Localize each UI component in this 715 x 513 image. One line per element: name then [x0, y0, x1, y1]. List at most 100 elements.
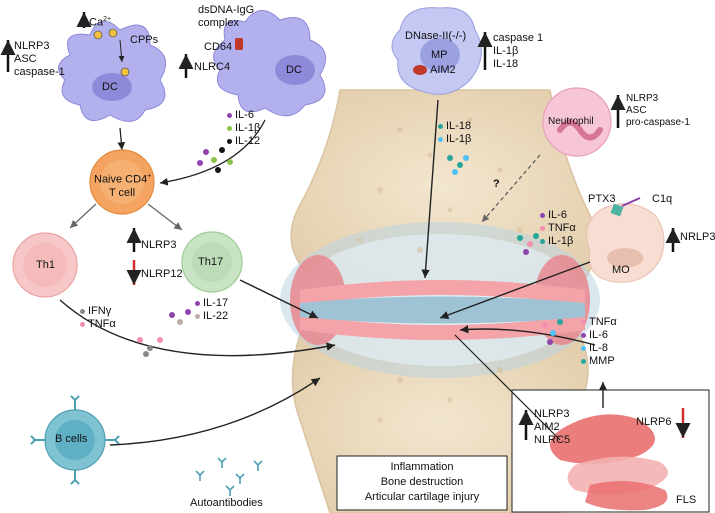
arrow-th17-to-joint — [239, 279, 319, 319]
naive-cd4-t-cell — [89, 149, 155, 215]
naive-line2: T cell — [108, 186, 136, 199]
outcome-0: Inflammation — [390, 461, 454, 473]
arrow-bcell-to-joint — [109, 377, 321, 446]
arrow-cpps-into-dc — [118, 39, 125, 63]
arrow-th1-to-joint — [59, 299, 336, 357]
b-cell — [30, 395, 120, 485]
mp-cytokine-1: IL-1β — [446, 133, 472, 145]
th17-cytokine-0: IL-17 — [203, 297, 229, 309]
dendritic-cell-right — [213, 10, 327, 117]
th1-cell — [12, 232, 78, 298]
dc-left-marker-2: caspase-1 — [14, 66, 65, 78]
arrow-fls-cytokines-to-joint — [459, 325, 596, 346]
mp-markers: caspase 1 IL-1β IL-18 — [493, 32, 543, 71]
calcium-text: Ca — [89, 16, 104, 29]
outcomes-box: Inflammation Bone destruction Articular … — [337, 460, 507, 505]
mp-marker-2: IL-18 — [493, 58, 519, 70]
dc-left-label: DC — [102, 81, 118, 93]
dc-cytokine-2: IL-12 — [235, 135, 261, 147]
fls-cells — [550, 414, 668, 511]
fls-cytokine-0: TNFα — [589, 316, 617, 328]
neutrophil-cell — [542, 87, 612, 157]
th1-label: Th1 — [36, 259, 55, 271]
ptx3-label: PTX3 — [588, 193, 616, 205]
mo-cytokine-1: TNFα — [548, 222, 576, 234]
macrophage-cell — [391, 7, 482, 95]
arrow-neutrophil-dashed — [481, 154, 541, 223]
th1-cytokine-1: TNFα — [88, 318, 116, 330]
fls-cytokine-2: IL-8 — [589, 342, 608, 354]
naive-label: Naive CD4+ T cell — [94, 170, 152, 200]
th17-cytokines: IL-17 IL-22 — [195, 297, 228, 323]
fls-up-2: NLRC5 — [534, 434, 571, 446]
dc-cytokines: IL-6 IL-1β IL-12 — [227, 109, 260, 148]
calcium-label: Ca2+ — [89, 13, 111, 30]
th17-down-label: NLRP12 — [141, 268, 183, 280]
neutrophil-marker-0: NLRP3 — [626, 93, 659, 104]
th17-label: Th17 — [198, 256, 224, 268]
arrow-mo-to-joint — [439, 261, 591, 319]
dc-cytokine-0: IL-6 — [235, 109, 254, 121]
neutrophil-marker-2: pro-caspase-1 — [626, 117, 690, 128]
monocyte-cell — [586, 197, 665, 283]
mp-top-label: DNase-II(-/-) — [405, 30, 467, 42]
mo-marker-label: NRLP3 — [680, 231, 715, 243]
line-joint-to-fls — [454, 334, 561, 441]
fls-up-0: NLRP3 — [534, 408, 570, 420]
mo-cytokine-0: IL-6 — [548, 209, 567, 221]
arrow-naive-to-th17 — [147, 203, 183, 231]
nlrc4-label: NLRC4 — [194, 61, 231, 73]
th1-cytokines: IFNγ TNFα — [80, 305, 116, 331]
mp-cytokines: IL-18 IL-1β — [438, 120, 471, 146]
dc-left-marker-0: NLRP3 — [14, 40, 50, 52]
fls-up-1: AIM2 — [534, 421, 560, 433]
dc-right-label: DC — [286, 64, 302, 76]
mo-cytokines: IL-6 TNFα IL-1β — [540, 209, 576, 248]
dc-left-markers: NLRP3 ASC caspase-1 — [14, 40, 65, 79]
mp-marker-0: caspase 1 — [493, 32, 544, 44]
th17-up-label: NLRP3 — [141, 239, 177, 251]
fls-down-label: NLRP6 — [636, 416, 672, 428]
c1q-label: C1q — [652, 193, 673, 205]
autoantibody-icons — [195, 457, 263, 496]
cytokine-dots — [137, 147, 563, 357]
fls-cytokine-1: IL-6 — [589, 329, 608, 341]
mo-label: MO — [612, 264, 630, 276]
fls-label: FLS — [676, 494, 697, 506]
mp-label: MP — [431, 49, 448, 61]
question-mark: ? — [493, 178, 500, 190]
dendritic-cell-left — [58, 20, 167, 122]
complex-label: dsDNA-IgG complex — [198, 4, 254, 30]
naive-sup: + — [147, 173, 152, 180]
neutrophil-label: Neutrophil — [548, 116, 594, 127]
dc-cytokine-1: IL-1β — [235, 122, 261, 134]
dc-left-marker-1: ASC — [14, 53, 37, 65]
mo-cytokine-2: IL-1β — [548, 235, 574, 247]
aim2-label: AIM2 — [430, 64, 456, 76]
complex-line1: dsDNA-IgG — [198, 4, 255, 16]
arrow-dc-left-to-naive — [117, 127, 126, 151]
complex-line2: complex — [198, 17, 239, 29]
bcell-label: B cells — [55, 433, 88, 445]
cpps-label: CPPs — [130, 34, 159, 46]
outcome-1: Bone destruction — [380, 476, 464, 488]
naive-line1: Naive CD4 — [94, 173, 148, 186]
outcome-2: Articular cartilage injury — [364, 491, 480, 503]
knee-joint — [280, 89, 600, 513]
arrow-dc-right-to-naive — [159, 119, 266, 186]
mp-marker-1: IL-1β — [493, 45, 519, 57]
cd64-label: CD64 — [204, 41, 233, 53]
calcium-sup: 2+ — [103, 16, 112, 23]
neutrophil-markers: NLRP3 ASC pro-caspase-1 — [626, 93, 690, 129]
th17-cell — [181, 231, 243, 293]
fls-up-markers: NLRP3 AIM2 NLRC5 — [534, 408, 570, 447]
arrow-naive-to-th1 — [69, 203, 97, 229]
neutrophil-marker-1: ASC — [626, 105, 647, 116]
fls-cytokine-3: MMP — [589, 355, 615, 367]
outcome-box-frame — [336, 455, 508, 511]
th17-cytokine-1: IL-22 — [203, 310, 229, 322]
autoantibodies-label: Autoantibodies — [190, 497, 263, 509]
mp-cytokine-0: IL-18 — [446, 120, 472, 132]
arrow-mp-to-joint — [421, 99, 439, 279]
